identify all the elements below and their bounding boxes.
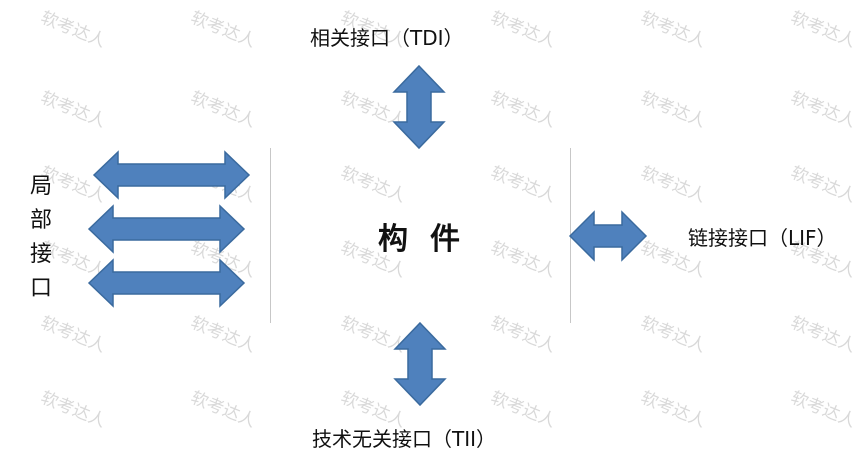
- right-double-arrow: [568, 210, 648, 262]
- left-divider-line: [270, 148, 271, 323]
- top-double-arrow: [392, 64, 446, 150]
- left-double-arrow: [87, 258, 246, 308]
- local-interface-label: 局部接口: [30, 174, 53, 301]
- bottom-double-arrow: [393, 321, 447, 407]
- tdi-interface-label: 相关接口（TDI）: [310, 26, 464, 50]
- left-double-arrow: [92, 150, 251, 200]
- left-double-arrow: [87, 204, 246, 254]
- lif-interface-label: 链接接口（LIF）: [688, 226, 837, 250]
- component-title: 构件: [378, 222, 482, 257]
- tii-interface-label: 技术无关接口（TII）: [312, 427, 497, 451]
